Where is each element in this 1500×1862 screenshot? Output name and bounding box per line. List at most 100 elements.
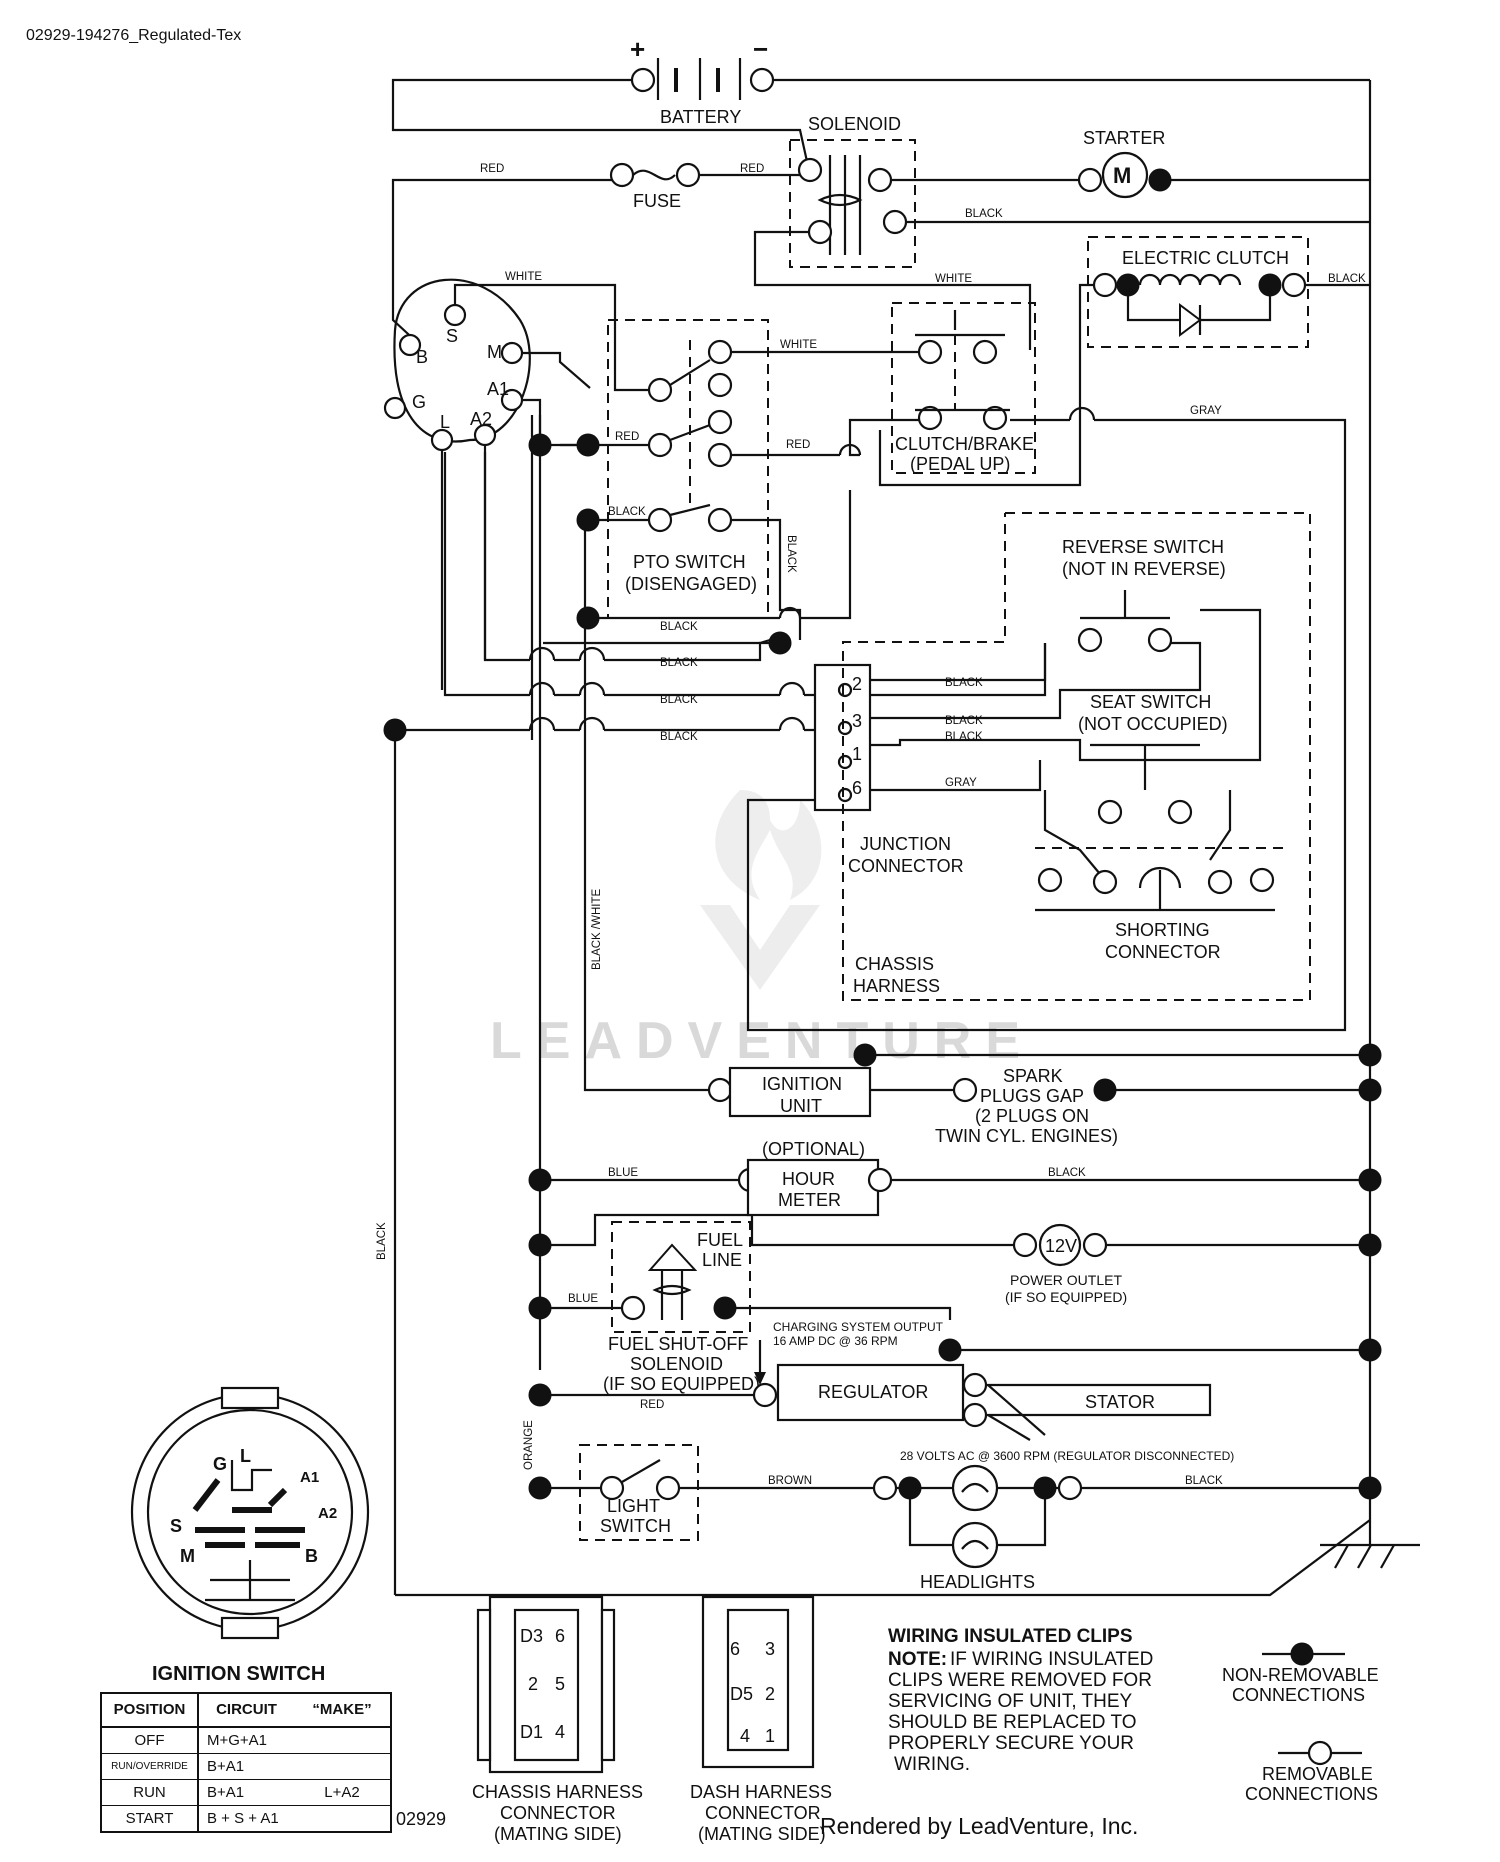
headlights-label: HEADLIGHTS bbox=[920, 1572, 1035, 1592]
starter-symbol: M bbox=[1113, 163, 1131, 188]
light-switch-label-2: SWITCH bbox=[600, 1516, 671, 1536]
face-label-a1: A1 bbox=[300, 1469, 319, 1486]
table-cell-position: OFF bbox=[102, 1728, 199, 1753]
chassis-connector-caption: CHASSIS HARNESS bbox=[472, 1782, 643, 1802]
legend: NON-REMOVABLE CONNECTIONS REMOVABLE CONN… bbox=[1222, 1642, 1379, 1804]
ignition-unit: IGNITION UNIT SPARK PLUGS GAP (2 PLUGS O… bbox=[707, 1043, 1382, 1146]
face-label-a2: A2 bbox=[318, 1505, 337, 1522]
fuel-shutoff-label-3: (IF SO EQUIPPED) bbox=[603, 1374, 760, 1394]
wire-red-5: RED bbox=[640, 1399, 664, 1411]
battery-label: BATTERY bbox=[660, 107, 741, 127]
spark-plugs-label-3: (2 PLUGS ON bbox=[975, 1106, 1089, 1126]
clutch-brake-state: (PEDAL UP) bbox=[910, 454, 1010, 474]
optional-label: (OPTIONAL) bbox=[762, 1139, 865, 1159]
starter-motor: M STARTER bbox=[1077, 128, 1172, 199]
notes-line-6: WIRING. bbox=[894, 1754, 970, 1775]
spark-plugs-label: SPARK bbox=[1003, 1066, 1063, 1086]
ignition-switch-face: G L A1 A2 S M B bbox=[130, 1386, 370, 1640]
table-header-make: “MAKE” bbox=[312, 1701, 372, 1718]
junction-label: JUNCTION bbox=[860, 834, 951, 854]
wire-white-1: WHITE bbox=[505, 271, 542, 283]
notes: WIRING INSULATED CLIPS NOTE: IF WIRING I… bbox=[888, 1626, 1153, 1775]
dash-pin-4: 4 bbox=[740, 1726, 750, 1746]
face-label-g: G bbox=[213, 1454, 227, 1474]
spark-plugs-label-2: PLUGS GAP bbox=[980, 1086, 1084, 1106]
pto-label: PTO SWITCH bbox=[633, 552, 746, 572]
watermark-logo-icon bbox=[700, 790, 822, 990]
fuel-shutoff-label-2: SOLENOID bbox=[630, 1354, 723, 1374]
stator-label: STATOR bbox=[1085, 1392, 1155, 1412]
table-cell-circuit: B+A1 bbox=[207, 1758, 245, 1775]
charging-output-label: CHARGING SYSTEM OUTPUT bbox=[773, 1320, 944, 1334]
footer-code: 02929 bbox=[396, 1809, 446, 1829]
ign-term-m: M bbox=[487, 342, 502, 362]
wire-blue-2: BLUE bbox=[568, 1293, 598, 1305]
electric-clutch: ELECTRIC CLUTCH bbox=[1087, 236, 1309, 348]
chassis-pin-d3: D3 bbox=[520, 1626, 543, 1646]
pto-switch: PTO SWITCH (DISENGAGED) WHITE RED RED BL… bbox=[576, 319, 817, 630]
ignition-switch-terminals: B S M A1 G L A2 bbox=[383, 278, 591, 452]
junction-pin-6: 6 bbox=[852, 778, 862, 798]
light-switch-label: LIGHT bbox=[607, 1496, 660, 1516]
junction-connector: 2 3 1 6 JUNCTION CONNECTOR bbox=[813, 663, 964, 876]
chassis-pin-2: 2 bbox=[528, 1674, 538, 1694]
wire-black-pto: BLACK bbox=[608, 506, 646, 518]
notes-line-3: SERVICING OF UNIT, THEY bbox=[888, 1691, 1133, 1712]
wire-black-ground: BLACK bbox=[376, 1222, 388, 1260]
bus-labels: BLACK BLACK BLACK BLACK BLACK BLACK BLAC… bbox=[376, 433, 983, 1260]
dash-connector-caption-2: CONNECTOR bbox=[705, 1803, 821, 1823]
ign-term-l: L bbox=[440, 412, 450, 432]
wire-blue-1: BLUE bbox=[608, 1167, 638, 1179]
wire-red-1: RED bbox=[480, 163, 504, 175]
chassis-harness-label: CHASSIS bbox=[855, 954, 934, 974]
battery-plus: + bbox=[630, 34, 645, 64]
wire-white-2: WHITE bbox=[935, 273, 972, 285]
solenoid: SOLENOID bbox=[789, 114, 916, 268]
legend-non-removable: NON-REMOVABLE bbox=[1222, 1665, 1379, 1685]
dash-connector-caption: DASH HARNESS bbox=[690, 1782, 832, 1802]
wire-gray-2: GRAY bbox=[945, 777, 977, 789]
table-cell-position: START bbox=[102, 1806, 199, 1831]
notes-line-5: PROPERLY SECURE YOUR bbox=[888, 1733, 1134, 1754]
table-cell-circuit: B + S + A1 bbox=[207, 1810, 279, 1827]
ign-term-b: B bbox=[416, 347, 428, 367]
ign-term-a1: A1 bbox=[487, 379, 509, 399]
wire-black-1: BLACK bbox=[965, 208, 1003, 220]
chassis-harness-label-2: HARNESS bbox=[853, 976, 940, 996]
wire-black-2: BLACK bbox=[1328, 273, 1366, 285]
junction-label-2: CONNECTOR bbox=[848, 856, 964, 876]
chassis-harness: CHASSIS HARNESS bbox=[842, 512, 1311, 1001]
wire-black-7: BLACK bbox=[945, 677, 983, 689]
notes-title: WIRING INSULATED CLIPS bbox=[888, 1626, 1133, 1647]
regulator-label: REGULATOR bbox=[818, 1382, 928, 1402]
chassis-connector-caption-3: (MATING SIDE) bbox=[494, 1824, 622, 1844]
junction-pin-3: 3 bbox=[852, 711, 862, 731]
wire-black-3: BLACK bbox=[660, 621, 698, 633]
ign-term-g: G bbox=[412, 392, 426, 412]
dash-pin-3: 3 bbox=[765, 1639, 775, 1659]
fuse-label: FUSE bbox=[633, 191, 681, 211]
dash-pin-d5: D5 bbox=[730, 1684, 753, 1704]
regulator: REGULATOR CHARGING SYSTEM OUTPUT 16 AMP … bbox=[523, 1320, 1382, 1470]
seat-switch-state: (NOT OCCUPIED) bbox=[1078, 714, 1228, 734]
dash-pin-1: 1 bbox=[765, 1726, 775, 1746]
hour-meter-label: HOUR bbox=[782, 1169, 835, 1189]
ign-term-a2: A2 bbox=[470, 409, 492, 429]
wire-brown: BROWN bbox=[768, 1475, 812, 1487]
wire-black-4: BLACK bbox=[660, 657, 698, 669]
wire-red-2: RED bbox=[740, 163, 764, 175]
fuel-line-label: FUEL bbox=[697, 1230, 743, 1250]
table-cell-make: L+A2 bbox=[324, 1784, 360, 1801]
clutch-brake-label: CLUTCH/BRAKE bbox=[895, 434, 1034, 454]
seat-switch-label: SEAT SWITCH bbox=[1090, 692, 1211, 712]
wire-black-5: BLACK bbox=[660, 694, 698, 706]
table-cell-circuit: B+A1 bbox=[207, 1784, 245, 1801]
dash-pin-2: 2 bbox=[765, 1684, 775, 1704]
main-wiring bbox=[391, 78, 1420, 1597]
dash-connector-caption-3: (MATING SIDE) bbox=[698, 1824, 826, 1844]
